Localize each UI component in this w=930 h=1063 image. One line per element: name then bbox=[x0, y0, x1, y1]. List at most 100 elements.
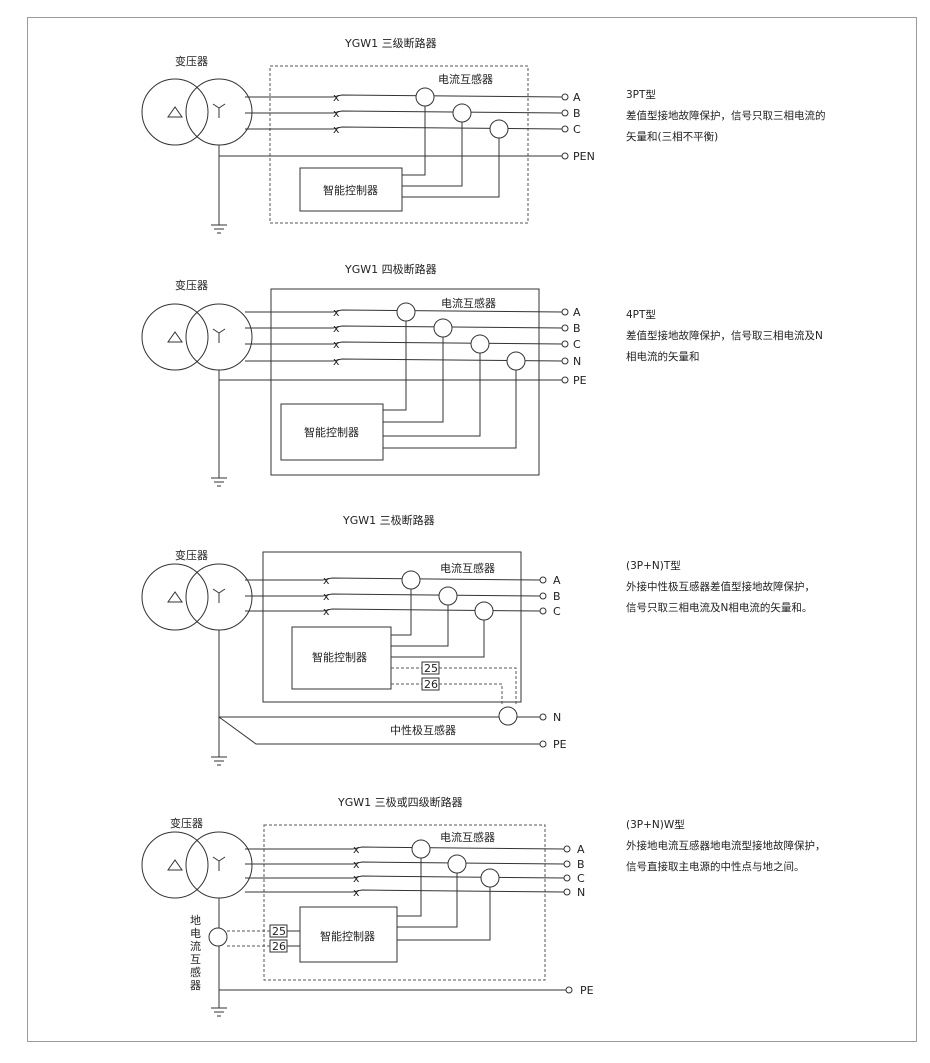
description-title: (3P+N)W型 bbox=[626, 819, 685, 831]
breaker-title: YGW1 三级断路器 bbox=[344, 36, 437, 50]
ground-symbol bbox=[211, 370, 227, 487]
breaker-boundary bbox=[270, 288, 540, 476]
ct-b bbox=[433, 318, 453, 338]
ct-wires bbox=[383, 321, 517, 449]
terminal-label: PE bbox=[553, 738, 567, 751]
phase-line-c bbox=[245, 126, 563, 130]
transformer-label: 变压器 bbox=[175, 278, 208, 292]
breaker-boundary bbox=[269, 65, 529, 224]
pin-wires bbox=[391, 667, 422, 685]
phase-line-b bbox=[245, 593, 541, 597]
smart-controller bbox=[299, 906, 398, 963]
ct-a bbox=[415, 87, 435, 107]
controller-label: 智能控制器 bbox=[323, 183, 378, 197]
phase-line-c bbox=[245, 875, 565, 879]
ground-ct-label-text: 地电流互感器 bbox=[190, 914, 201, 992]
ct-label: 电流互感器 bbox=[441, 296, 496, 310]
terminal-label: B bbox=[573, 322, 581, 335]
description-line: 信号只取三相电流及N相电流的矢量和。 bbox=[626, 602, 813, 614]
controller-label: 智能控制器 bbox=[320, 929, 375, 943]
description-line: 矢量和(三相不平衡) bbox=[626, 131, 719, 143]
ground-ct-signal-wires bbox=[227, 930, 270, 947]
ct-label: 电流互感器 bbox=[440, 561, 495, 575]
description-line: 差值型接地故障保护，信号取三相电流及N bbox=[626, 330, 823, 342]
ct-a bbox=[396, 302, 416, 322]
terminal-label: PEN bbox=[573, 150, 595, 163]
terminal-label: C bbox=[573, 338, 581, 351]
terminal-label: C bbox=[577, 872, 585, 885]
ground-ct-label: 地电流互感器 bbox=[190, 914, 201, 992]
ct-c bbox=[489, 119, 509, 139]
smart-controller bbox=[291, 626, 392, 690]
diagram-3pn-t: YGW1 三极断路器 变压器 电流互感器 x x x 智能控制器 25 26 中… bbox=[141, 513, 567, 766]
smart-controller bbox=[280, 403, 384, 461]
description-title: (3P+N)T型 bbox=[626, 560, 681, 572]
delta-symbol bbox=[167, 106, 183, 118]
terminal-label: C bbox=[573, 123, 581, 136]
terminal-a bbox=[563, 845, 571, 853]
phase-line-n bbox=[245, 889, 565, 893]
delta-symbol bbox=[167, 331, 183, 343]
pin-label: 26 bbox=[272, 940, 286, 953]
terminal-label: B bbox=[553, 590, 561, 603]
transformer-primary-winding bbox=[141, 831, 209, 899]
description-title: 4PT型 bbox=[626, 309, 656, 321]
phase-line-a bbox=[245, 94, 563, 98]
terminal-c bbox=[561, 340, 569, 348]
ct-label: 电流互感器 bbox=[440, 830, 495, 844]
svg-text:x: x bbox=[333, 107, 340, 120]
phase-line-b bbox=[245, 110, 563, 114]
ct-wires bbox=[402, 106, 500, 198]
pin-controller-wires bbox=[287, 930, 300, 947]
description-line: 信号直接取主电源的中性点与地之间。 bbox=[626, 861, 805, 873]
transformer-label: 变压器 bbox=[170, 816, 203, 830]
neutral-ct bbox=[498, 706, 518, 726]
breaker-boundary bbox=[263, 824, 546, 981]
ct-wires bbox=[397, 858, 491, 941]
description-line: 差值型接地故障保护，信号只取三相电流的 bbox=[626, 110, 826, 122]
ct-c bbox=[470, 334, 490, 354]
pin-label: 26 bbox=[424, 678, 438, 691]
phase-line-a bbox=[245, 846, 565, 850]
svg-text:x: x bbox=[353, 886, 360, 899]
terminal-n bbox=[563, 888, 571, 896]
pe-line bbox=[218, 716, 540, 745]
phase-line-a bbox=[245, 309, 563, 313]
description-3pn-w: (3P+N)W型 外接地电流互感器地电流型接地故障保护， 信号直接取主电源的中性… bbox=[626, 815, 826, 878]
breaker-title: YGW1 三极断路器 bbox=[342, 513, 435, 527]
description-title: 3PT型 bbox=[626, 89, 656, 101]
phase-line-n bbox=[245, 358, 563, 362]
breaker-title: YGW1 三极或四级断路器 bbox=[337, 795, 463, 809]
ct-wires bbox=[391, 589, 485, 658]
phase-line-c bbox=[245, 341, 563, 345]
description-3pn-t: (3P+N)T型 外接中性极互感器差值型接地故障保护， 信号只取三相电流及N相电… bbox=[626, 556, 815, 619]
ct-b bbox=[438, 586, 458, 606]
ct-n bbox=[506, 351, 526, 371]
svg-text:x: x bbox=[333, 322, 340, 335]
controller-label: 智能控制器 bbox=[312, 650, 367, 664]
diagram-3pn-w: YGW1 三极或四级断路器 变压器 地电流互感器 电流互感器 x x x x 智… bbox=[141, 795, 594, 1017]
terminal-pe bbox=[539, 740, 547, 748]
terminal-label: A bbox=[577, 843, 585, 856]
terminal-label: N bbox=[573, 355, 581, 368]
svg-text:x: x bbox=[333, 306, 340, 319]
svg-text:x: x bbox=[333, 355, 340, 368]
description-line: 外接中性极互感器差值型接地故障保护， bbox=[626, 581, 815, 593]
terminal-label: N bbox=[553, 711, 561, 724]
terminal-c bbox=[563, 874, 571, 882]
ct-b bbox=[452, 103, 472, 123]
smart-controller bbox=[299, 167, 403, 212]
svg-text:x: x bbox=[323, 574, 330, 587]
ct-a bbox=[401, 570, 421, 590]
terminal-label: A bbox=[573, 306, 581, 319]
ct-a bbox=[411, 839, 431, 859]
ct-c bbox=[474, 601, 494, 621]
breaker-title: YGW1 四极断路器 bbox=[344, 262, 437, 276]
ground-ct bbox=[208, 927, 228, 947]
description-4pt: 4PT型 差值型接地故障保护，信号取三相电流及N 相电流的矢量和 bbox=[626, 305, 823, 368]
wye-symbol bbox=[212, 328, 226, 343]
neutral-ct-label: 中性极互感器 bbox=[390, 723, 456, 737]
terminal-b bbox=[561, 324, 569, 332]
svg-text:x: x bbox=[323, 590, 330, 603]
